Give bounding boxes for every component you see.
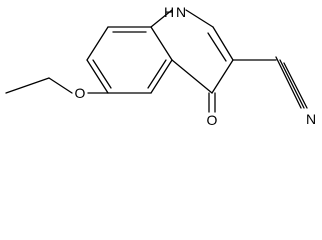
bond-c3-c4 [211,59,234,94]
benzo-ring [86,26,173,94]
bond-o-ch2 [48,77,73,94]
double-bond-inner-c7-c6 [92,59,112,89]
bond-n1-c2 [185,9,214,28]
nh-hydrogen-label: H [164,4,174,20]
pyridinone-ring [150,9,234,94]
bond-ch2-ch3 [5,77,50,94]
bond-c8-c7 [86,26,109,61]
ethoxy-group [5,77,109,94]
nitrile-nitrogen-label: N [306,111,316,127]
double-bond-inner-c2-c3 [207,32,227,62]
carbonyl-group [208,92,216,113]
n1-nitrogen-label: N [176,4,186,20]
keto-oxygen-label: O [207,112,218,128]
triple-bond-2 [279,59,305,109]
molecule-structure: H N O O N [5,4,316,128]
nitrile-group [232,56,308,109]
triple-bond-1 [275,56,302,109]
bond-c7-c6 [86,59,109,94]
bond-c5-c4a [150,59,173,94]
bond-c4a-c8a [150,26,173,61]
ether-oxygen-label: O [75,85,86,101]
bond-c4-c4a [171,59,213,94]
bond-c2-c3 [212,26,234,61]
bond-c8a-n1 [150,9,173,28]
double-bond-inner-c5-c4a [147,59,167,89]
triple-bond-3 [283,62,308,109]
